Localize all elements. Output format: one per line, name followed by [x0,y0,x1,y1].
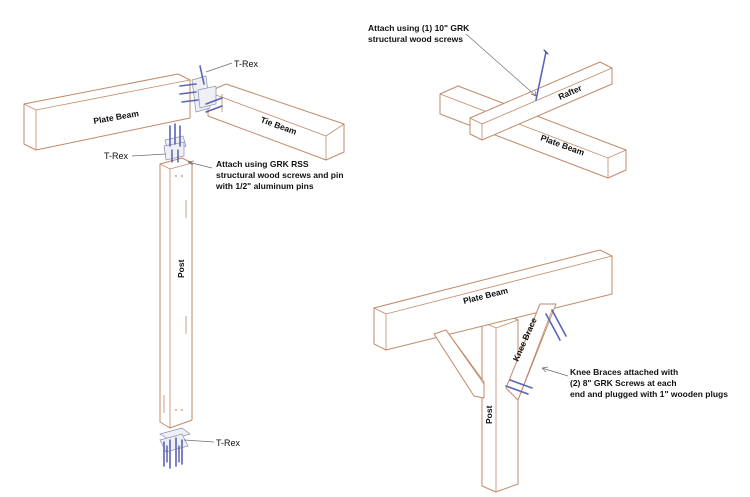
post-right-label: Post [484,405,494,424]
plate-beam-knee-view: Plate Beam [373,249,613,351]
note-plate-line-2: structural wood screws and pin [216,170,344,180]
note-plate-line-1: Attach using GRK RSS [216,159,309,169]
note-plate-connection: Attach using GRK RSS structural wood scr… [215,159,344,191]
note-rafter-line-2: structural wood screws [368,34,463,44]
note-knee-line-1: Knee Braces attached with [570,367,678,377]
knee-brace-left [433,329,485,399]
note-knee-brace-connection: Knee Braces attached with (2) 8" GRK Scr… [570,367,728,399]
rafter-screw [535,49,549,101]
t-rex-bottom-post [159,427,191,469]
note-knee-line-2: (2) 8" GRK Screws at each [570,378,677,388]
note-plate-line-3: with 1/2" aluminum pins [215,181,314,191]
knee-brace-screws [505,309,567,395]
t-rex-label-beam: T-Rex [234,59,259,69]
note-knee-line-3: end and plugged with 1" wooden plugs [570,389,728,399]
post-left-label: Post [176,259,186,278]
post-right: Post [481,313,519,493]
note-rafter-line-1: Attach using (1) 10" GRK [368,23,470,33]
note-rafter-connection: Attach using (1) 10" GRK structural wood… [368,23,470,44]
post-left: Post [159,157,193,429]
t-rex-beam-joint [179,65,223,113]
t-rex-label-post-top: T-Rex [104,151,129,161]
t-rex-top-post [163,123,187,163]
tie-beam: Tie Beam [207,83,345,161]
t-rex-label-post-bottom: T-Rex [216,438,241,448]
plate-beam-left: Plate Beam [23,73,191,151]
rafter: Rafter [469,61,613,141]
